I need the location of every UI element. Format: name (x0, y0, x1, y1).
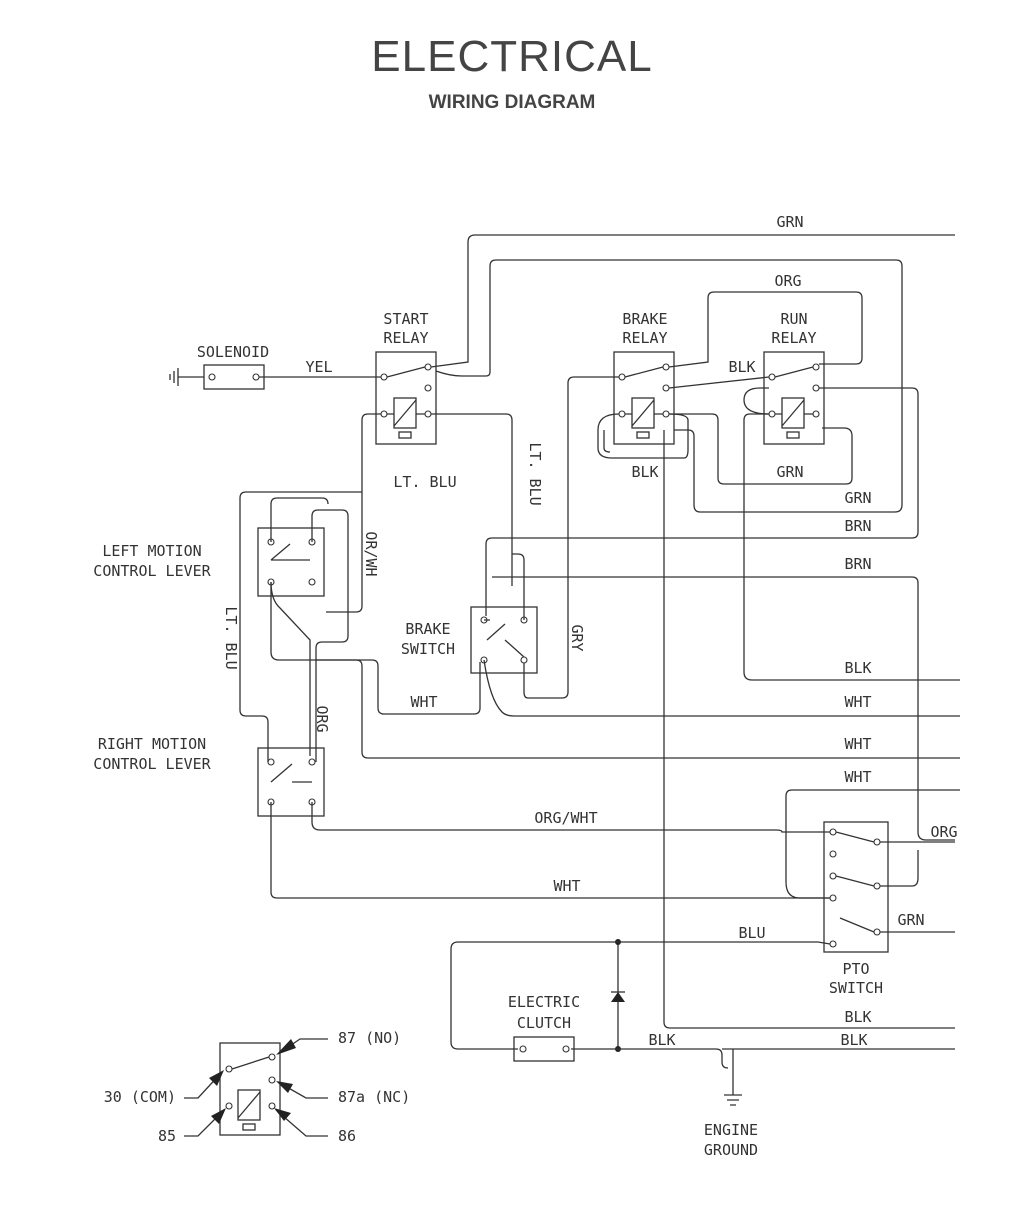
relay-pinout-legend (184, 1038, 328, 1137)
diagram-title: ELECTRICAL (371, 32, 653, 81)
brake-switch (470, 606, 538, 674)
pto-switch-label-2: SWITCH (829, 979, 883, 997)
brake-switch-label-2: SWITCH (401, 640, 455, 658)
wire-label-blu: BLU (738, 924, 765, 942)
start-relay-label-1: START (383, 310, 428, 328)
legend-pin-87a: 87a (NC) (338, 1088, 410, 1106)
right-lever-label-1: RIGHT MOTION (98, 735, 206, 753)
solenoid (169, 364, 265, 390)
solenoid-label: SOLENOID (197, 343, 269, 361)
brake-relay-label-2: RELAY (622, 329, 667, 347)
wire-label-org-pto: ORG (930, 823, 957, 841)
wire-label-grn-top: GRN (776, 213, 803, 231)
wire-label-wht-bottom: WHT (553, 877, 580, 895)
wire-label-brn-1: BRN (844, 517, 871, 535)
run-relay-label-1: RUN (780, 310, 807, 328)
wire-label-blk-low-2: BLK (840, 1031, 867, 1049)
wire-label-yel: YEL (305, 358, 332, 376)
electric-clutch (513, 1036, 575, 1062)
pto-switch-label-1: PTO (842, 960, 869, 978)
legend-pin-86: 86 (338, 1127, 356, 1145)
left-lever-label-2: CONTROL LEVER (93, 562, 211, 580)
wire-label-grn-under: GRN (776, 463, 803, 481)
wire-label-lt-blu-left: LT. BLU (222, 606, 240, 669)
clutch-label-2: CLUTCH (517, 1014, 571, 1032)
brake-switch-label-1: BRAKE (405, 620, 450, 638)
wire-label-blk-clutch: BLK (648, 1031, 675, 1049)
wire-label-wht-1: WHT (844, 693, 871, 711)
wire-label-lt-blu-h: LT. BLU (393, 473, 456, 491)
wire-label-org-top: ORG (774, 272, 801, 290)
legend-pin-87: 87 (NO) (338, 1029, 401, 1047)
clutch-label-1: ELECTRIC (508, 993, 580, 1011)
wire-label-blk-relay: BLK (728, 358, 755, 376)
left-motion-control-lever (257, 527, 325, 597)
wire-label-blk-mid: BLK (844, 659, 871, 677)
wire-label-wht-2: WHT (844, 735, 871, 753)
diagram-subtitle: WIRING DIAGRAM (428, 92, 596, 113)
wire-label-or-wh: OR/WH (362, 531, 380, 576)
wire-label-grn-pto: GRN (897, 911, 924, 929)
run-relay (763, 351, 825, 445)
legend-pin-30: 30 (COM) (104, 1088, 176, 1106)
wire-label-lt-blu-v: LT. BLU (526, 442, 544, 505)
right-lever-label-2: CONTROL LEVER (93, 755, 211, 773)
wire-label-grn-right: GRN (844, 489, 871, 507)
wire-label-gry: GRY (568, 624, 586, 651)
brake-relay (613, 351, 675, 445)
wire-label-wht-left: WHT (410, 693, 437, 711)
wire-label-org-wht: ORG/WHT (534, 809, 597, 827)
brake-relay-label-1: BRAKE (622, 310, 667, 328)
engine-ground-symbol (724, 1049, 742, 1106)
start-relay-label-2: RELAY (383, 329, 428, 347)
wire-network (239, 234, 960, 1069)
pto-switch (823, 821, 889, 953)
ground-label-2: GROUND (704, 1141, 758, 1159)
start-relay (375, 351, 437, 445)
diode (611, 939, 625, 1052)
wire-label-blk-under: BLK (631, 463, 658, 481)
left-lever-label-1: LEFT MOTION (102, 542, 201, 560)
legend-pin-85: 85 (158, 1127, 176, 1145)
run-relay-label-2: RELAY (771, 329, 816, 347)
wire-label-org-v: ORG (313, 705, 331, 732)
wire-label-blk-low-1: BLK (844, 1008, 871, 1026)
ground-label-1: ENGINE (704, 1121, 758, 1139)
wire-label-brn-2: BRN (844, 555, 871, 573)
wire-label-wht-3: WHT (844, 768, 871, 786)
